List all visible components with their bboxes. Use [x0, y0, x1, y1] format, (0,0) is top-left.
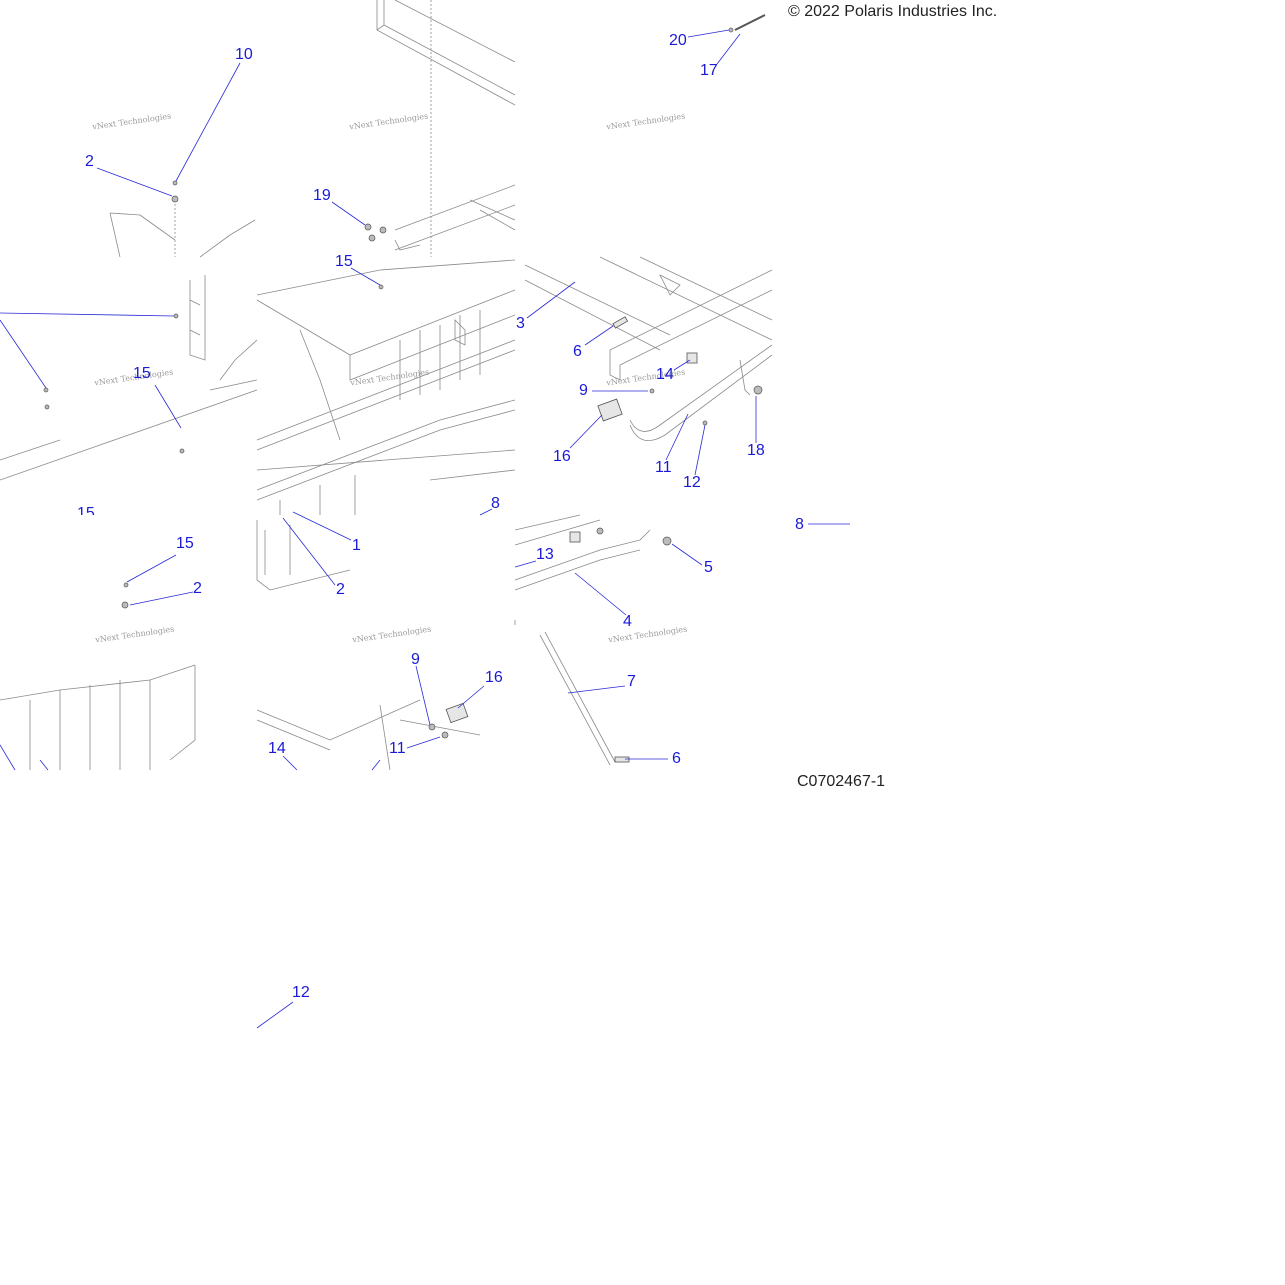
copyright-notice: © 2022 Polaris Industries Inc. [788, 3, 998, 20]
callout-15: 15 [77, 506, 95, 515]
bed-panel-upper [376, 0, 516, 257]
callout-6: 6 [672, 750, 681, 767]
callout-6: 6 [573, 343, 582, 360]
callout-11: 11 [655, 459, 672, 476]
rod-17 [734, 14, 766, 31]
callout-3: 3 [516, 315, 525, 332]
frame-lower [0, 514, 651, 771]
callout-18: 18 [747, 442, 765, 459]
callout-17: 17 [700, 62, 718, 79]
callout-9: 9 [411, 651, 420, 668]
bed-tub-left [0, 200, 258, 481]
callout-8: 8 [795, 516, 804, 533]
callout-12: 12 [292, 984, 310, 1001]
sleeves [445, 316, 698, 763]
callout-2: 2 [193, 580, 202, 597]
callout-9: 9 [579, 382, 588, 399]
leader-lines [0, 29, 850, 1029]
callout-2: 2 [85, 153, 94, 170]
callout-11: 11 [389, 740, 406, 757]
callout-15: 15 [133, 365, 151, 382]
callout-8: 8 [491, 495, 500, 512]
callout-14: 14 [268, 740, 286, 757]
callout-5: 5 [704, 559, 713, 576]
frame-rails [524, 256, 773, 442]
callout-14: 14 [656, 366, 674, 383]
callout-16: 16 [485, 669, 503, 686]
figure-reference: C0702467-1 [797, 773, 886, 790]
callout-15: 15 [176, 535, 194, 552]
callout-13: 13 [536, 546, 554, 563]
callout-12: 12 [683, 474, 701, 491]
callout-7: 7 [627, 673, 636, 690]
callout-16: 16 [553, 448, 571, 465]
callout-19: 19 [313, 187, 331, 204]
callout-4: 4 [623, 613, 632, 630]
callout-20: 20 [669, 32, 687, 49]
callout-2: 2 [336, 581, 345, 598]
callout-10: 10 [235, 46, 253, 63]
bed-tub-center [256, 259, 516, 515]
fasteners [43, 27, 763, 739]
callout-1: 1 [352, 537, 361, 554]
callout-15: 15 [335, 253, 353, 270]
